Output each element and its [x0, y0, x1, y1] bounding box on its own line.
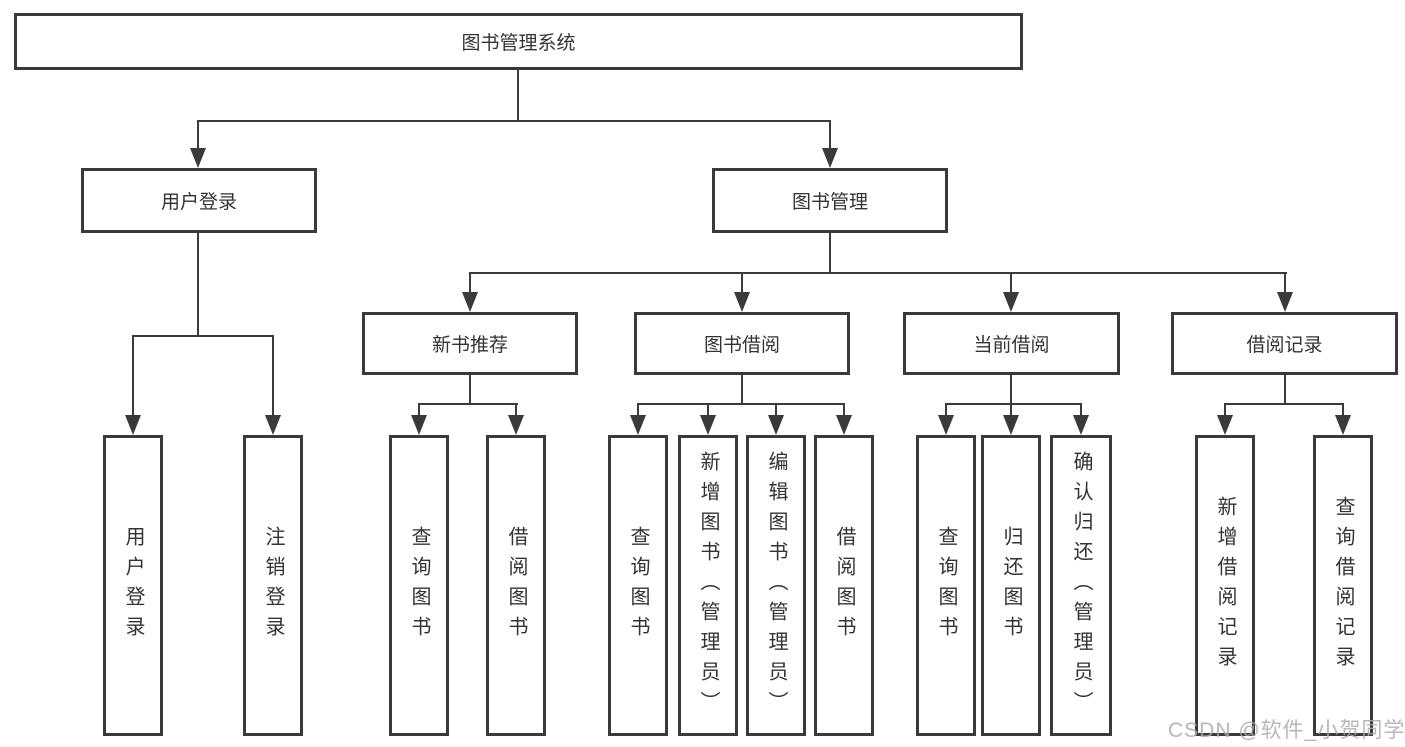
connector-stem — [515, 403, 517, 419]
node-current-borrowing: 当前借阅 — [903, 312, 1120, 375]
leaf-label: 查询借阅记录 — [1332, 495, 1354, 676]
arrowhead-down-icon — [462, 292, 478, 312]
connector-root-stub — [517, 70, 519, 122]
node-new-book-recommendation: 新书推荐 — [362, 312, 578, 375]
connector-stub — [829, 233, 831, 274]
connector-stem — [741, 272, 743, 296]
arrowhead-down-icon — [1335, 415, 1351, 435]
leaf-label: 注销登录 — [262, 525, 284, 646]
connector-stem — [1284, 272, 1286, 296]
leaf-label: 新增借阅记录 — [1214, 495, 1236, 676]
leaf-confirm-return-admin: 确认归还（管理员） — [1050, 435, 1112, 736]
arrowhead-down-icon — [630, 415, 646, 435]
connector-stub — [1010, 375, 1012, 405]
connector-stem — [469, 272, 471, 296]
connector-stem — [1224, 403, 1226, 419]
connector-stem — [272, 335, 274, 419]
connector-stem — [829, 120, 831, 152]
arrowhead-down-icon — [768, 415, 784, 435]
connector-stub — [1284, 375, 1286, 405]
leaf-label: 用户登录 — [122, 525, 144, 646]
leaf-user-login: 用户登录 — [103, 435, 163, 736]
node-label: 当前借阅 — [973, 335, 1050, 356]
leaf-borrow-books-recommend: 借阅图书 — [486, 435, 546, 736]
arrowhead-down-icon — [836, 415, 852, 435]
connector-stub — [741, 375, 743, 405]
connector-stem — [197, 120, 199, 152]
leaf-edit-books-admin: 编辑图书（管理员） — [746, 435, 806, 736]
node-label: 用户登录 — [160, 192, 237, 213]
arrowhead-down-icon — [125, 415, 141, 435]
connector-stub — [197, 233, 199, 337]
csdn-watermark: CSDN @软件_小贺同学 — [1168, 719, 1405, 742]
arrowhead-down-icon — [1217, 415, 1233, 435]
connector-rail — [418, 403, 518, 405]
leaf-logout: 注销登录 — [243, 435, 303, 736]
leaf-add-borrow-record: 新增借阅记录 — [1195, 435, 1255, 736]
connector-stem — [945, 403, 947, 419]
node-label: 图书管理系统 — [461, 33, 576, 54]
arrowhead-down-icon — [1073, 415, 1089, 435]
leaf-borrow-books: 借阅图书 — [814, 435, 874, 736]
node-label: 图书借阅 — [703, 335, 780, 356]
leaf-add-books-admin: 新增图书（管理员） — [678, 435, 738, 736]
leaf-return-books: 归还图书 — [981, 435, 1041, 736]
leaf-label: 借阅图书 — [505, 525, 527, 646]
connector-stem — [637, 403, 639, 419]
node-label: 借阅记录 — [1246, 335, 1323, 356]
connector-rail — [1224, 403, 1344, 405]
connector-rail — [469, 272, 1287, 274]
connector-stem — [775, 403, 777, 419]
leaf-label: 借阅图书 — [833, 525, 855, 646]
connector-stem — [1010, 403, 1012, 419]
connector-stub — [469, 375, 471, 405]
arrowhead-down-icon — [190, 148, 206, 168]
leaf-label: 新增图书（管理员） — [697, 450, 719, 721]
arrowhead-down-icon — [508, 415, 524, 435]
leaf-query-books-borrow: 查询图书 — [608, 435, 668, 736]
arrowhead-down-icon — [265, 415, 281, 435]
arrowhead-down-icon — [411, 415, 427, 435]
connector-stem — [418, 403, 420, 419]
leaf-label: 编辑图书（管理员） — [765, 450, 787, 721]
arrowhead-down-icon — [822, 148, 838, 168]
connector-root-rail — [197, 120, 831, 122]
leaf-label: 确认归还（管理员） — [1070, 450, 1092, 721]
leaf-label: 查询图书 — [627, 525, 649, 646]
leaf-label: 查询图书 — [935, 525, 957, 646]
node-label: 新书推荐 — [431, 335, 508, 356]
node-borrowing-records: 借阅记录 — [1171, 312, 1398, 375]
arrowhead-down-icon — [734, 292, 750, 312]
connector-rail — [132, 335, 274, 337]
connector-stem — [132, 335, 134, 419]
connector-stem — [843, 403, 845, 419]
node-user-login: 用户登录 — [81, 168, 317, 233]
connector-stem — [1010, 272, 1012, 296]
connector-stem — [1080, 403, 1082, 419]
leaf-query-books-recommend: 查询图书 — [389, 435, 449, 736]
leaf-query-books-current: 查询图书 — [916, 435, 976, 736]
node-label: 图书管理 — [791, 192, 868, 213]
leaf-label: 查询图书 — [408, 525, 430, 646]
node-book-borrowing: 图书借阅 — [634, 312, 850, 375]
arrowhead-down-icon — [1277, 292, 1293, 312]
connector-stem — [707, 403, 709, 419]
connector-stem — [1342, 403, 1344, 419]
connector-rail — [945, 403, 1082, 405]
leaf-query-borrow-record: 查询借阅记录 — [1313, 435, 1373, 736]
node-library-management-system: 图书管理系统 — [14, 13, 1023, 70]
arrowhead-down-icon — [938, 415, 954, 435]
arrowhead-down-icon — [1003, 292, 1019, 312]
arrowhead-down-icon — [700, 415, 716, 435]
leaf-label: 归还图书 — [1000, 525, 1022, 646]
arrowhead-down-icon — [1003, 415, 1019, 435]
node-book-management: 图书管理 — [712, 168, 948, 233]
connector-rail — [637, 403, 845, 405]
